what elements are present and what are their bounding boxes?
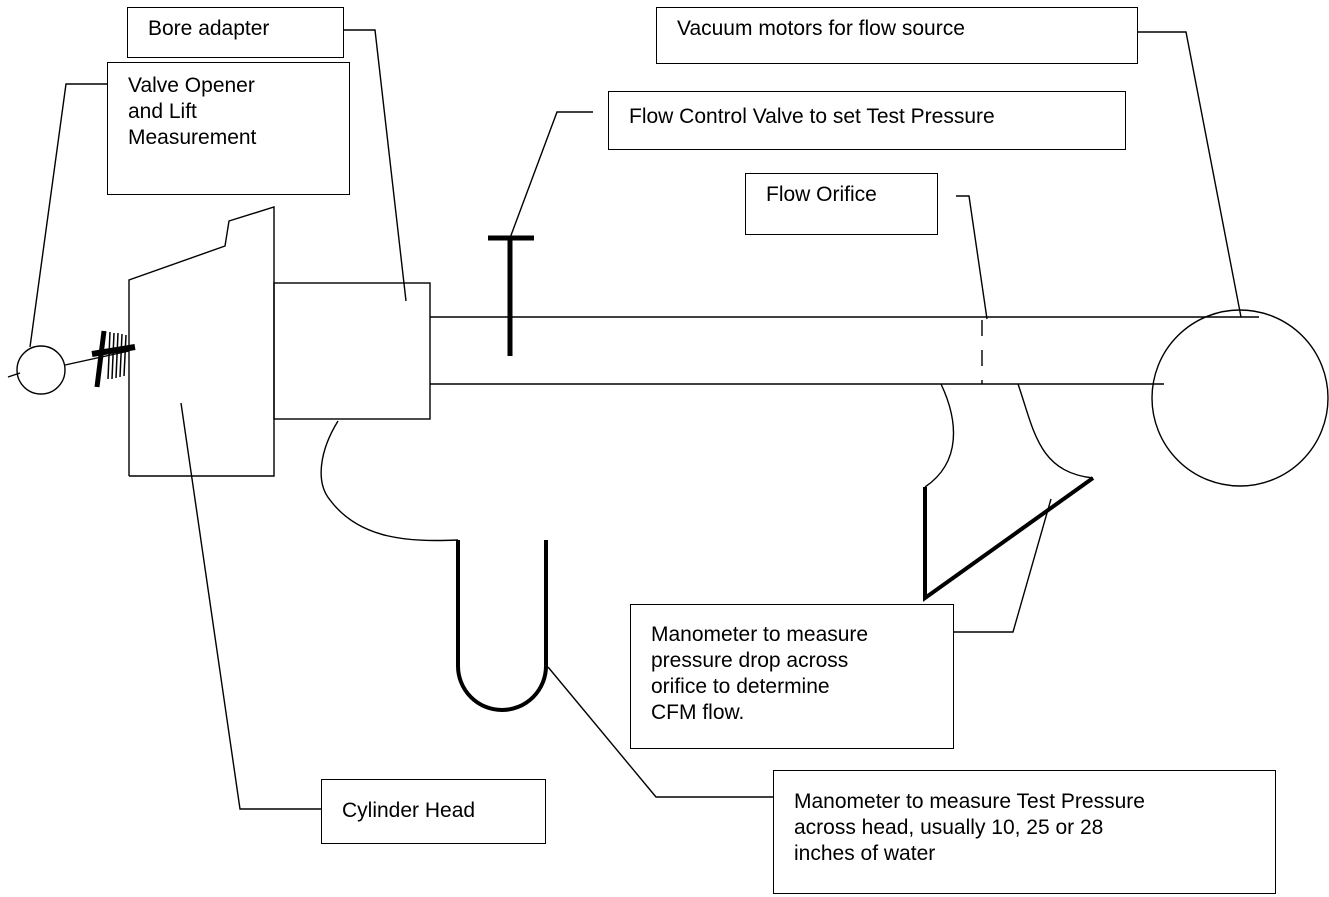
flow-orifice-label: Flow Orifice — [745, 173, 938, 235]
vacuum-motor — [1151, 309, 1329, 487]
cylinder-head — [128, 206, 275, 477]
vacuum-motors-label: Vacuum motors for flow source — [656, 7, 1138, 64]
label-line: Flow Orifice — [766, 183, 877, 206]
label-line: pressure drop across — [651, 649, 849, 672]
label-line: inches of water — [794, 842, 936, 865]
label-line: Bore adapter — [148, 17, 270, 40]
label-line: Flow Control Valve to set Test Pressure — [629, 105, 995, 128]
manometer-test-pressure-label: Manometer to measure Test Pressure acros… — [773, 770, 1276, 894]
label-line: CFM flow. — [651, 701, 745, 724]
flow-control-valve — [488, 235, 534, 356]
dial-gauge — [7, 345, 130, 395]
cylinder-head-label: Cylinder Head — [321, 779, 546, 844]
leader-lines — [29, 29, 1242, 810]
label-line: Manometer to measure Test Pressure — [794, 790, 1145, 813]
flow-control-valve-label: Flow Control Valve to set Test Pressure — [608, 91, 1126, 150]
label-line: across head, usually 10, 25 or 28 — [794, 816, 1104, 839]
valve-opener-label: Valve Opener and Lift Measurement — [107, 62, 350, 195]
orifice-manometer — [923, 383, 1095, 602]
flow-pipe — [430, 316, 1259, 385]
bore-adapter — [273, 282, 431, 420]
label-line: orifice to determine — [651, 675, 830, 698]
bore-adapter-label: Bore adapter — [127, 7, 344, 58]
test-pressure-manometer — [320, 420, 548, 712]
label-line: Vacuum motors for flow source — [677, 17, 965, 40]
valve-spring — [91, 330, 136, 388]
label-line: and Lift — [128, 100, 197, 123]
manometer-orifice-label: Manometer to measure pressure drop acros… — [630, 604, 954, 749]
label-line: Measurement — [128, 126, 257, 149]
label-line: Valve Opener — [128, 74, 255, 97]
label-line: Cylinder Head — [342, 799, 476, 822]
label-line: Manometer to measure — [651, 623, 869, 646]
